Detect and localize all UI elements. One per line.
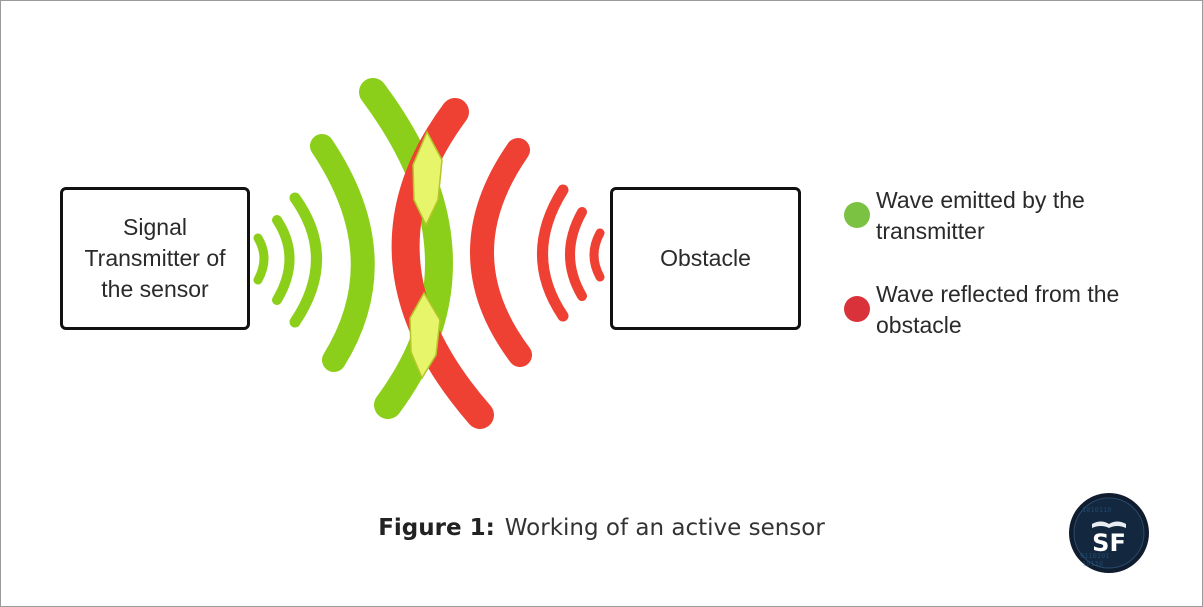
emitted-wave-1 [253, 233, 269, 285]
reflected-wave-1 [589, 228, 605, 282]
overlap-upper [412, 130, 443, 227]
reflected-wave-4 [470, 138, 532, 367]
overlap-lower [409, 291, 441, 380]
transmitter-label: Signal Transmitter of the sensor [84, 214, 226, 302]
svg-text:10110: 10110 [1082, 560, 1103, 568]
svg-text:0110101: 0110101 [1080, 552, 1110, 560]
legend-item-reflected: Wave reflected from the obstacle [844, 279, 1136, 341]
emitted-wave-4 [310, 134, 375, 372]
logo-text: SF [1092, 529, 1126, 557]
obstacle-label: Obstacle [660, 245, 751, 271]
emitted-wave-5 [359, 78, 453, 419]
wave-overlaps [409, 130, 443, 380]
emitted-waves [253, 78, 453, 419]
reflected-wave-2 [565, 207, 587, 301]
caption-text: Working of an active sensor [504, 515, 825, 541]
reflected-wave-3 [537, 184, 569, 322]
figure-caption: Figure 1: Working of an active sensor [0, 515, 1203, 541]
red-dot-icon [844, 296, 870, 322]
svg-text:1010110: 1010110 [1082, 506, 1112, 514]
emitted-wave-2 [272, 215, 295, 305]
legend-label-reflected: Wave reflected from the obstacle [876, 281, 1120, 338]
transmitter-box: Signal Transmitter of the sensor [60, 187, 250, 330]
sf-logo-icon: 1010110 0110101 10110 SF [1069, 493, 1149, 573]
caption-prefix: Figure 1: [378, 515, 495, 541]
obstacle-box: Obstacle [610, 187, 801, 330]
legend-label-emitted: Wave emitted by the transmitter [876, 187, 1085, 244]
green-dot-icon [844, 202, 870, 228]
emitted-wave-3 [289, 192, 322, 328]
legend-item-emitted: Wave emitted by the transmitter [844, 185, 1136, 247]
